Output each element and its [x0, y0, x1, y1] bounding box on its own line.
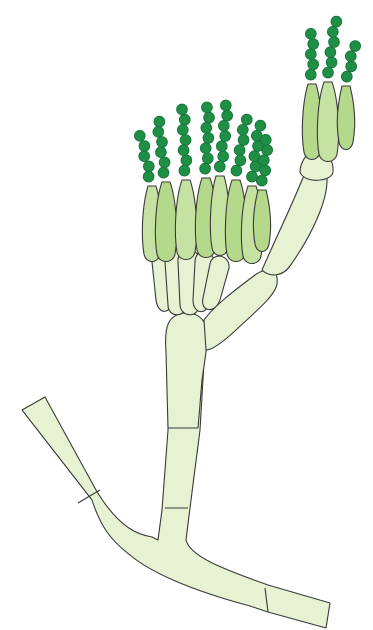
conidium — [350, 41, 361, 52]
phialide — [175, 180, 196, 260]
branch-cell-upper — [262, 168, 327, 275]
conidium — [214, 161, 225, 172]
conidium — [157, 137, 168, 148]
conidium — [326, 57, 337, 68]
conidium — [180, 135, 191, 146]
conidium — [201, 122, 212, 133]
conidium — [345, 51, 356, 62]
right-conidia-chains — [305, 16, 360, 82]
conidium — [323, 67, 334, 78]
conidium — [260, 165, 271, 176]
conidium — [237, 124, 248, 135]
conidium — [177, 124, 188, 135]
conidium — [238, 135, 249, 146]
conidium — [202, 102, 213, 113]
conidium — [134, 130, 145, 141]
conidium — [305, 49, 316, 60]
conidium — [220, 131, 231, 142]
conidium — [308, 59, 319, 70]
phialide — [253, 190, 270, 252]
conidium — [325, 47, 336, 58]
conidium — [329, 37, 340, 48]
conidium — [305, 28, 316, 39]
conidium — [341, 71, 352, 82]
conidium — [256, 175, 267, 186]
left-conidia-chains — [134, 100, 272, 186]
conidium — [231, 165, 242, 176]
left-phialides — [142, 176, 270, 264]
conidium — [156, 147, 167, 158]
conidium — [262, 145, 273, 156]
conidium — [158, 167, 169, 178]
phialide — [337, 86, 354, 150]
conidium — [241, 114, 252, 125]
conidium — [159, 157, 170, 168]
conidium — [202, 153, 213, 164]
conidium — [139, 141, 150, 152]
conidium — [179, 165, 190, 176]
conidium — [218, 151, 229, 162]
phialide — [155, 182, 176, 262]
conidium — [331, 16, 342, 27]
conidium — [200, 143, 211, 154]
conidium — [178, 145, 189, 156]
conidium — [255, 120, 266, 131]
conidium — [305, 69, 316, 80]
conidium — [308, 39, 319, 50]
conidium — [179, 114, 190, 125]
conidium — [218, 120, 229, 131]
conidium — [216, 141, 227, 152]
conidium — [177, 104, 188, 115]
conidium — [200, 163, 211, 174]
conidium — [153, 126, 164, 137]
phialide — [317, 82, 338, 162]
conidium — [222, 110, 233, 121]
conidium — [346, 61, 357, 72]
conidium — [327, 26, 338, 37]
conidium — [154, 116, 165, 127]
conidium — [234, 145, 245, 156]
conidium — [143, 161, 154, 172]
conidium — [258, 155, 269, 166]
conidium — [247, 171, 258, 182]
conidium — [181, 155, 192, 166]
conidium — [220, 100, 231, 111]
conidium — [260, 134, 271, 145]
conidium — [139, 151, 150, 162]
conidium — [143, 171, 154, 182]
conidium — [204, 112, 215, 123]
conidium — [235, 155, 246, 166]
right-phialides — [302, 82, 354, 162]
conidium — [203, 133, 214, 144]
